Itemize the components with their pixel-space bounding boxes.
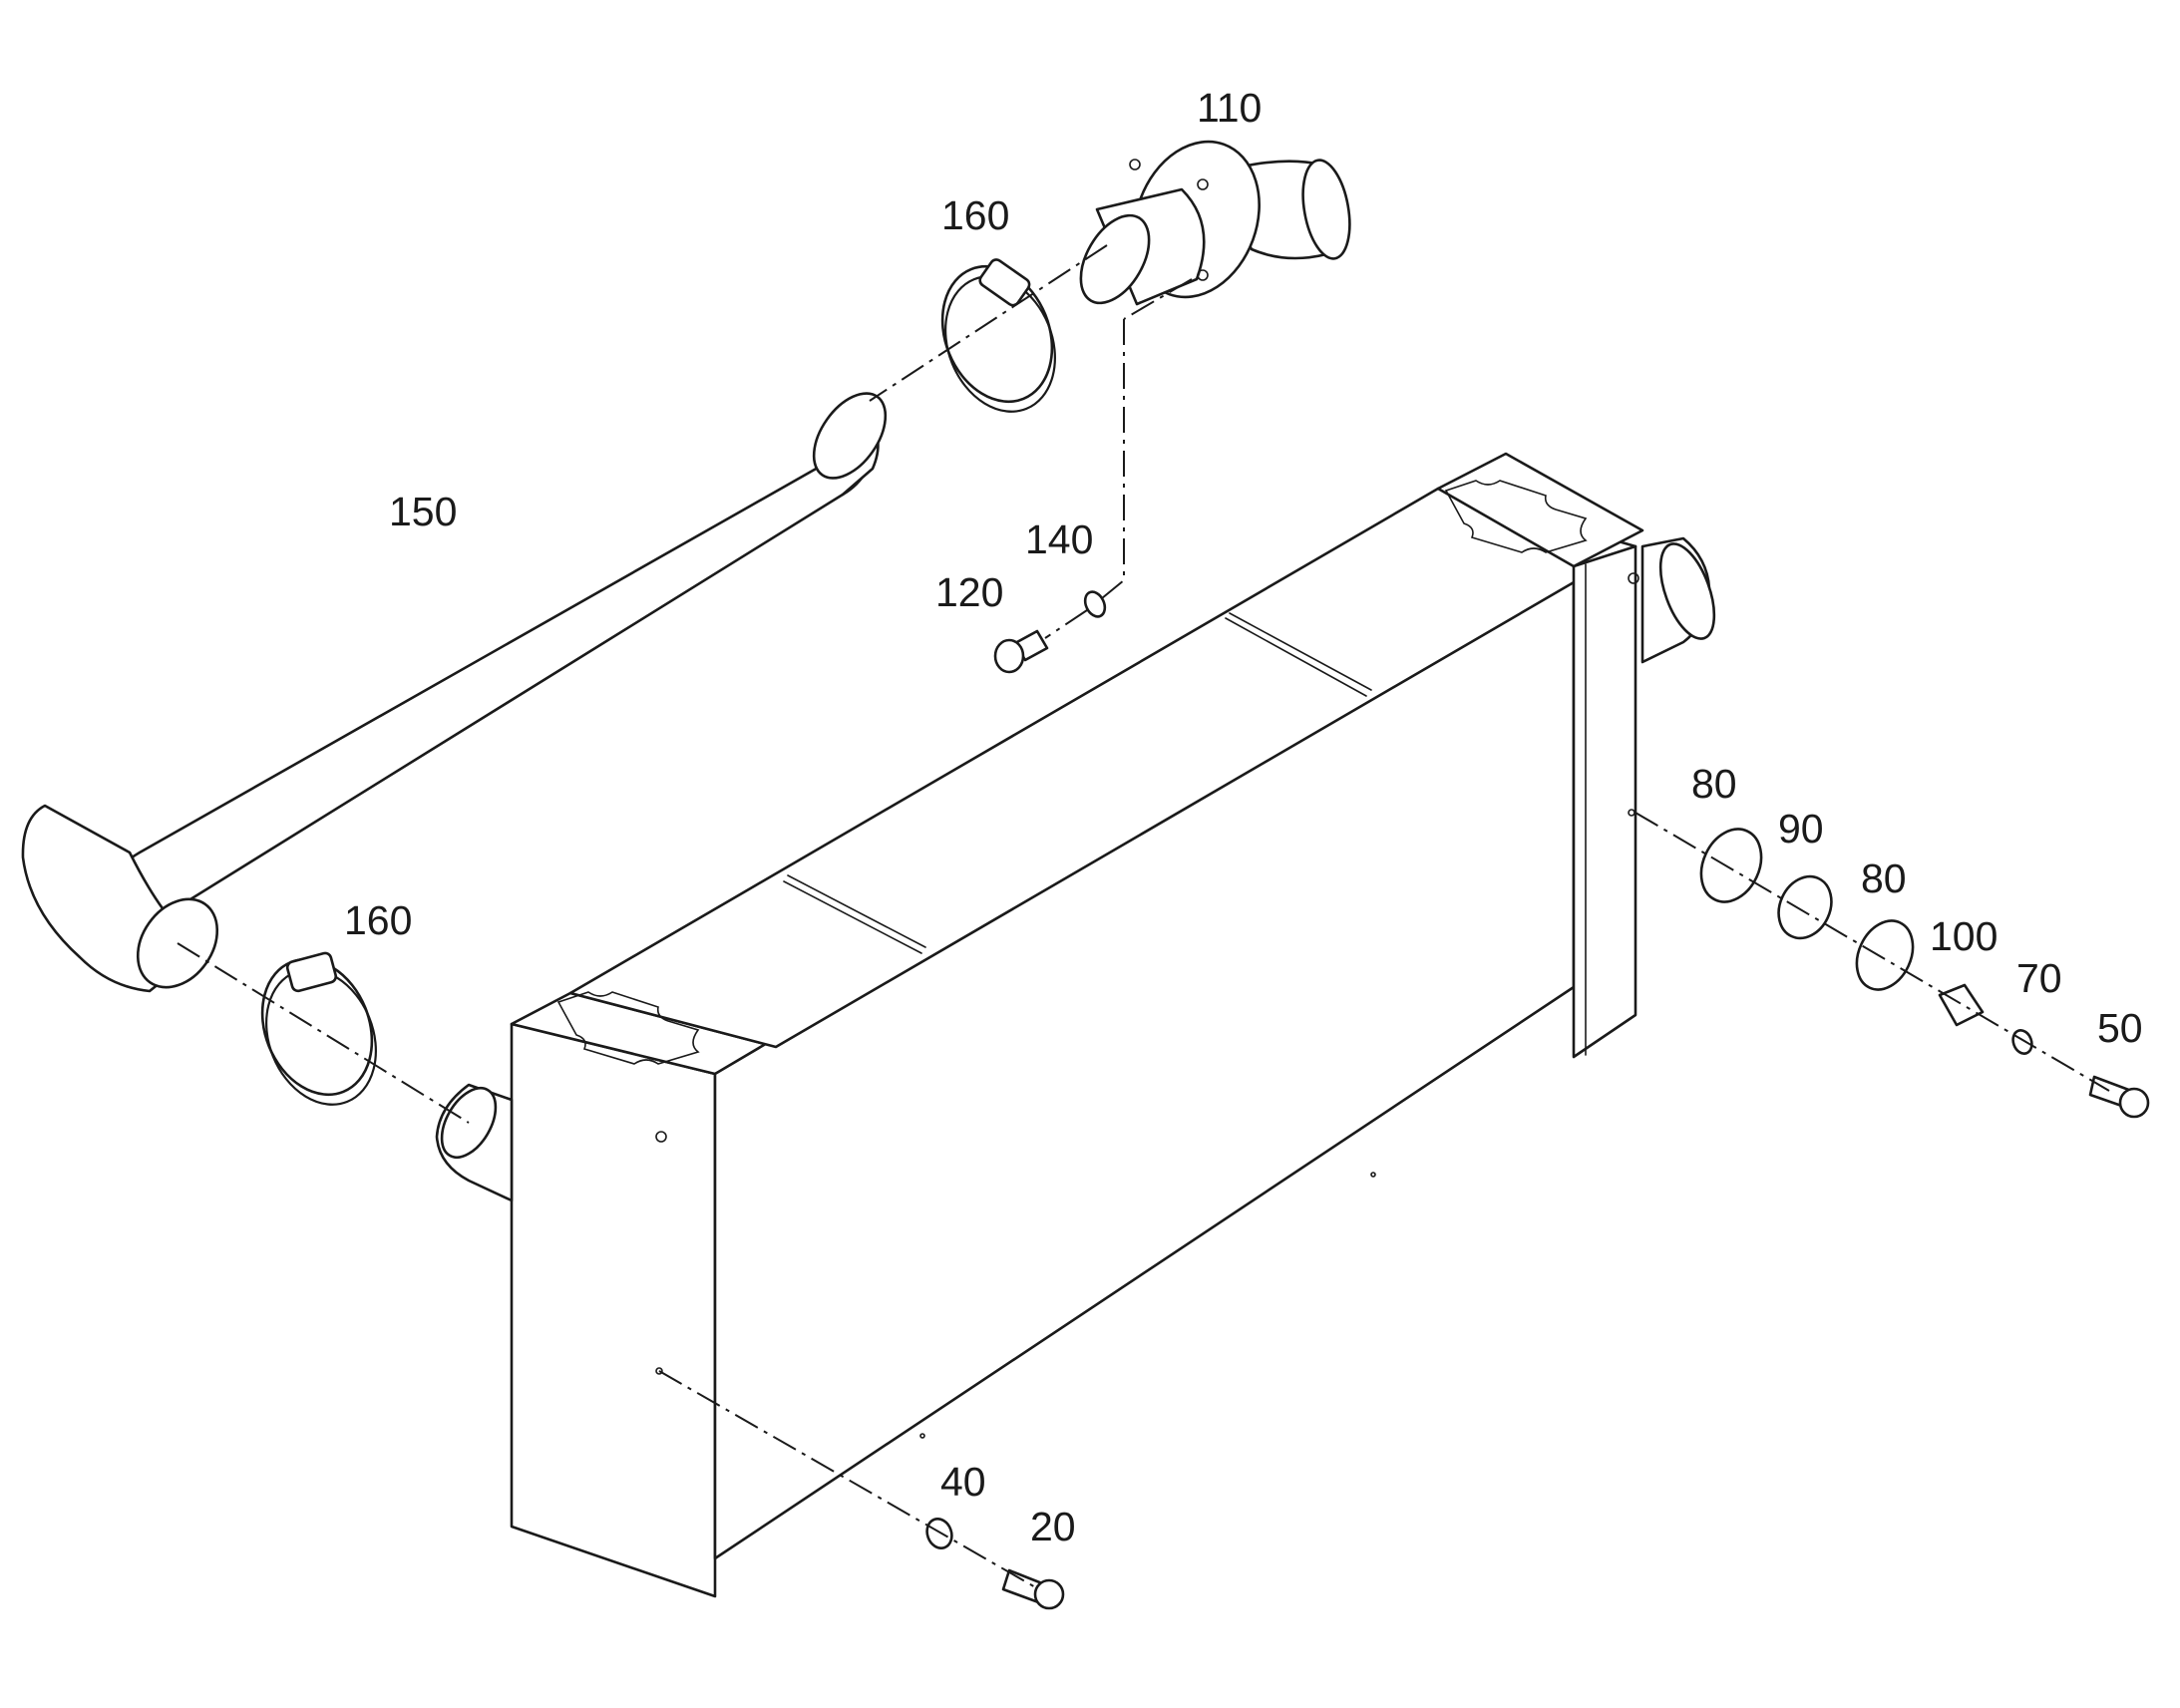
hose-150 [21,392,888,993]
callout-140: 140 [1025,516,1093,562]
bolt-50 [2088,1075,2150,1119]
callout-80-a: 80 [1691,761,1737,807]
callout-100: 100 [1930,913,1998,959]
callout-70: 70 [2016,955,2062,1001]
callout-160-top: 160 [941,192,1009,238]
callout-150: 150 [389,489,457,534]
callout-40: 40 [940,1459,986,1505]
washer-70 [2011,1029,2033,1055]
rubber-washer-90 [1777,874,1833,940]
callout-20: 20 [1030,1504,1076,1549]
callout-50: 50 [2097,1005,2143,1051]
assembly-centerlines [177,244,2110,1589]
radiator-core [510,452,1644,1598]
spacer-sleeve-100 [1938,983,1985,1027]
callout-160-bottom: 160 [344,897,412,943]
hose-clamp-160-top [940,258,1056,413]
left-inlet-stub [435,1083,514,1202]
washer-40 [925,1518,953,1549]
callout-120: 120 [935,569,1003,615]
rubber-washer-80-b [1855,919,1915,991]
hose-clamp-160-bottom [260,951,377,1106]
callout-80-b: 80 [1861,855,1907,901]
bolt-120 [993,629,1049,674]
callout-110: 110 [1197,85,1262,131]
rubber-washer-80-a [1699,828,1763,903]
washer-140 [1083,590,1107,618]
elbow-fitting-110 [1079,140,1351,306]
callout-90: 90 [1778,806,1824,852]
bolt-20 [1001,1568,1065,1610]
right-outlet-stub [1640,536,1716,664]
